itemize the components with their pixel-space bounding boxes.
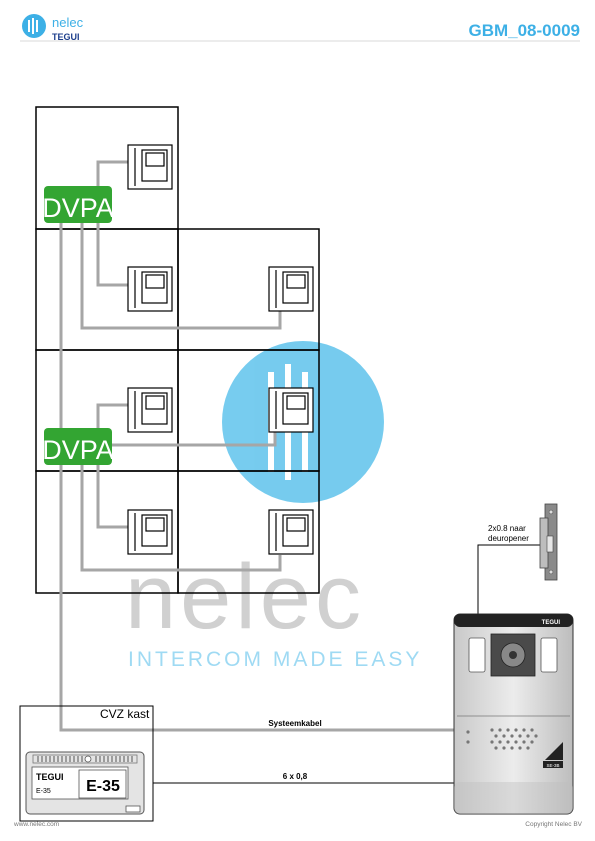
panel-badge-triangle bbox=[545, 742, 563, 760]
floor-4-right bbox=[177, 470, 320, 594]
psu-big-model: E-35 bbox=[86, 778, 120, 795]
dvpa-module-bottom: DVPA bbox=[42, 428, 114, 465]
door-entry-panel: TEGUI SE-3B bbox=[453, 613, 574, 815]
dvpa-module-top: DVPA bbox=[42, 186, 114, 223]
power-supply-e35: TEGUI E-35 E-35 bbox=[25, 751, 145, 815]
panel-brand: TEGUI bbox=[542, 620, 561, 626]
footer-copyright: Copyright Nelec BV bbox=[525, 821, 582, 828]
cabinet-label: CVZ kast bbox=[100, 707, 150, 721]
video-monitor-icon bbox=[268, 266, 314, 312]
door-strike-icon bbox=[539, 503, 558, 581]
watermark-word: nelec bbox=[125, 546, 365, 648]
video-monitor-icon bbox=[268, 387, 314, 433]
video-monitor-icon bbox=[127, 144, 173, 190]
brand-logo: nelec TEGUI bbox=[22, 14, 84, 42]
video-monitor-icon bbox=[268, 509, 314, 555]
psu-brand: TEGUI bbox=[36, 772, 64, 782]
video-monitor-icon bbox=[127, 387, 173, 433]
brand-name: nelec bbox=[52, 15, 84, 30]
footer-website: www.nelec.com bbox=[13, 821, 59, 828]
dvpa-label: DVPA bbox=[42, 435, 114, 465]
video-monitor-icon bbox=[127, 509, 173, 555]
system-cable-line bbox=[59, 220, 465, 732]
speaker-grille-icon bbox=[466, 728, 538, 750]
bus-wiring bbox=[59, 160, 465, 732]
system-cable-label: Systeemkabel bbox=[268, 719, 321, 728]
video-monitor-icon bbox=[127, 266, 173, 312]
brand-sub: TEGUI bbox=[52, 32, 80, 42]
dvpa-label: DVPA bbox=[42, 193, 114, 223]
watermark-tagline: INTERCOM MADE EASY bbox=[128, 648, 422, 671]
door-cable-label-line2: deuropener bbox=[488, 534, 529, 543]
panel-badge: SE-3B bbox=[546, 763, 559, 768]
cvz-cabinet: CVZ kast bbox=[19, 705, 154, 822]
doc-code: GBM_08-0009 bbox=[468, 21, 580, 40]
door-opener-cable bbox=[477, 544, 540, 614]
door-cable-label-line1: 2x0.8 naar bbox=[488, 524, 526, 533]
building-floors bbox=[35, 106, 320, 594]
six-core-label: 6 x 0,8 bbox=[283, 772, 308, 781]
psu-small-model: E-35 bbox=[36, 788, 51, 795]
